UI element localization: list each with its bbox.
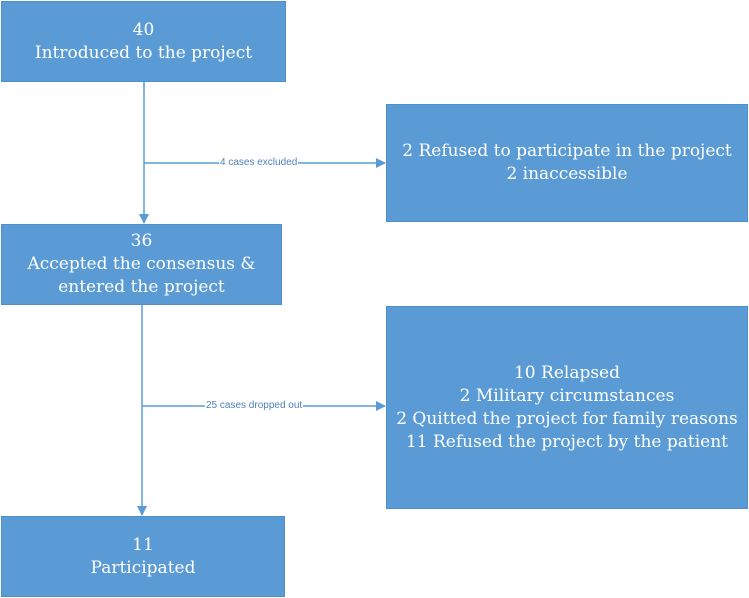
accepted-label-line: entered the project [58, 277, 225, 297]
accepted-count: 36 [130, 231, 153, 251]
participated-node: 11 Participated [1, 516, 285, 597]
accepted-label-line: Accepted the consensus & [27, 254, 256, 274]
excluded-reasons-node: 2 Refused to participate in the project … [386, 104, 748, 222]
excluded-reason: 2 inaccessible [506, 164, 628, 184]
dropout-reason: 11 Refused the project by the patient [405, 431, 729, 452]
dropout-edge-label: 25 cases dropped out [205, 400, 304, 412]
dropout-reasons-node: 10 Relapsed 2 Military circumstances 2 Q… [386, 306, 748, 509]
participated-label: Participated [90, 557, 196, 578]
introduced-node: 40 Introduced to the project [1, 1, 286, 82]
accepted-node: 36 Accepted the consensus & entered the … [1, 224, 282, 305]
dropout-reason: 10 Relapsed [513, 362, 621, 383]
excluded-reason: 2 Refused to participate in the project [402, 141, 732, 161]
dropout-reason: 2 Quitted the project for family reasons [396, 408, 738, 429]
excluded-edge-label: 4 cases excluded [219, 157, 299, 169]
introduced-label: Introduced to the project [34, 42, 253, 63]
introduced-count: 40 [132, 19, 155, 40]
dropout-reason: 2 Military circumstances [459, 385, 675, 406]
participated-count: 11 [132, 534, 154, 555]
